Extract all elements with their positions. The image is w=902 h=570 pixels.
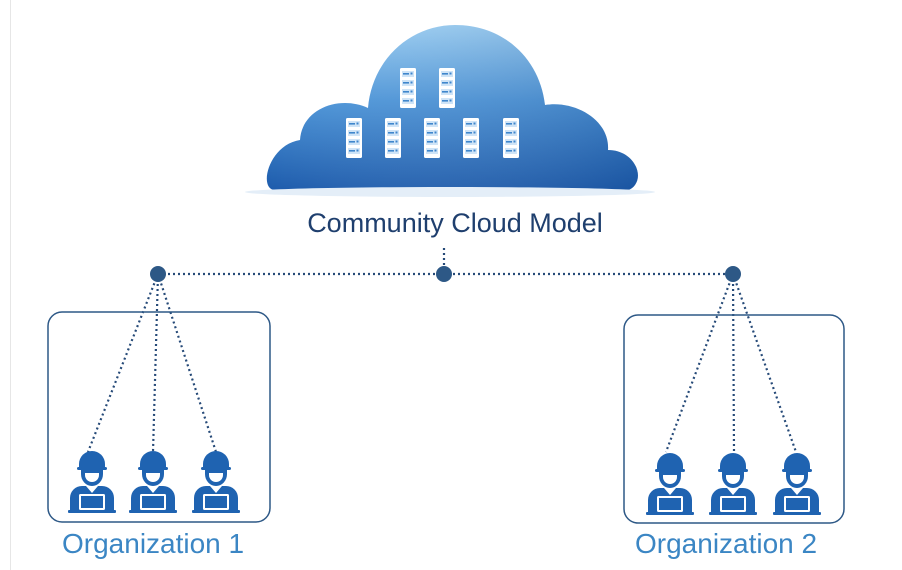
left-divider bbox=[10, 0, 11, 570]
user-with-laptop-icon bbox=[129, 451, 177, 513]
user-with-laptop-icon bbox=[709, 453, 757, 515]
user-with-laptop-icon bbox=[773, 453, 821, 515]
connector-line bbox=[151, 273, 160, 453]
organization-1-label: Organization 1 bbox=[62, 528, 245, 559]
user-with-laptop-icon bbox=[68, 451, 116, 513]
organization-2-label: Organization 2 bbox=[635, 528, 818, 559]
node-dot bbox=[150, 266, 166, 282]
user-with-laptop-icon bbox=[646, 453, 694, 515]
organization-1-box bbox=[47, 311, 271, 523]
server-rack-icon bbox=[346, 118, 362, 158]
connector-line bbox=[731, 273, 798, 453]
node-dot bbox=[725, 266, 741, 282]
connector-line bbox=[156, 273, 218, 453]
cloud-icon bbox=[245, 25, 655, 197]
server-rack-icon bbox=[463, 118, 479, 158]
organization-2-box bbox=[623, 314, 845, 524]
server-rack-icon bbox=[439, 68, 455, 108]
node-dot bbox=[436, 266, 452, 282]
connector-nodes bbox=[150, 266, 741, 282]
diagram-title: Community Cloud Model bbox=[307, 208, 603, 238]
user-with-laptop-icon bbox=[192, 451, 240, 513]
server-rack-icon bbox=[503, 118, 519, 158]
connector-line bbox=[731, 273, 736, 453]
server-rack-icon bbox=[400, 68, 416, 108]
connector-line bbox=[86, 273, 160, 453]
server-rack-icon bbox=[424, 118, 440, 158]
connector-line bbox=[664, 273, 735, 453]
server-rack-icon bbox=[385, 118, 401, 158]
